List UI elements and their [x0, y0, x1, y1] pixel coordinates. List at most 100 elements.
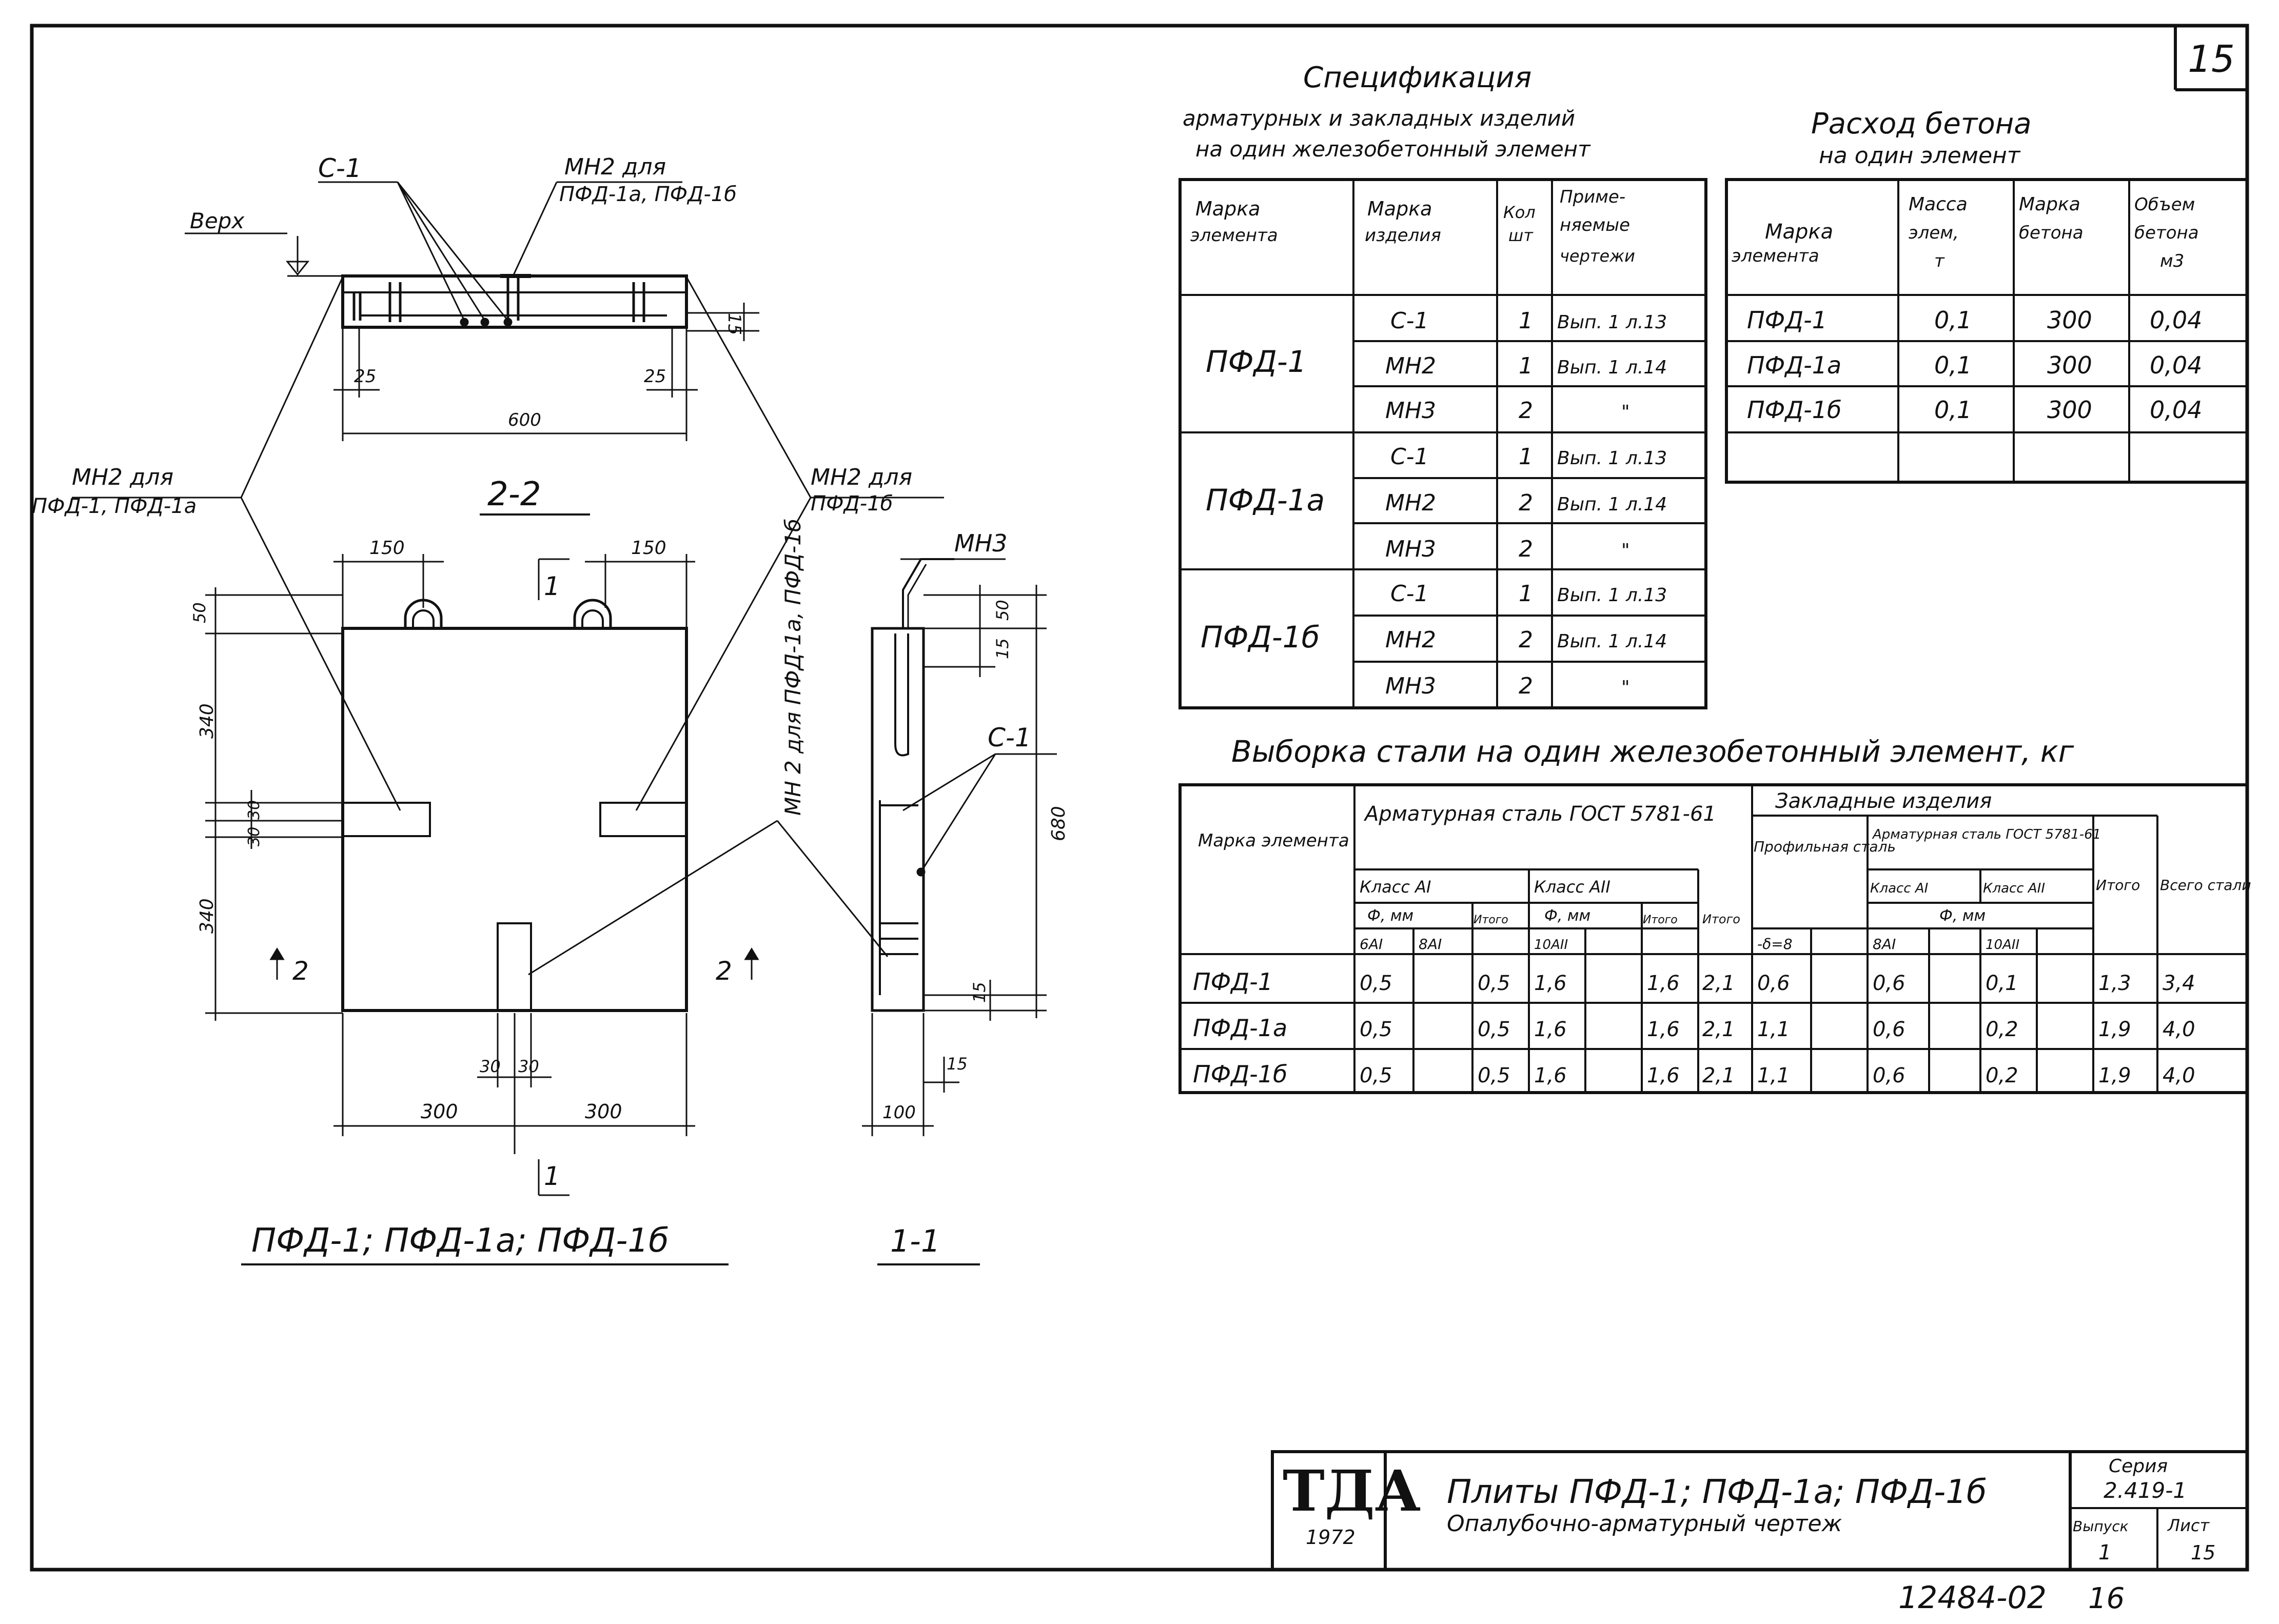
steel-cell: 0,6 — [1873, 972, 1905, 995]
steel-cell: 0,6 — [1873, 1018, 1905, 1041]
spec-cell: 2 — [1519, 398, 1533, 424]
steel-cell: 1,1 — [1757, 1064, 1790, 1087]
steel-cell: 1,6 — [1647, 1064, 1680, 1087]
steel-cell: 4,0 — [2163, 1064, 2195, 1087]
spec-cell: МН2 — [1385, 353, 1436, 379]
steel-h-phi-1: Ф, мм — [1367, 907, 1413, 925]
steel-cell: 0,5 — [1360, 1064, 1392, 1087]
title-issue-label: Выпуск — [2073, 1518, 2129, 1535]
steel-h-itogo-3: Итого — [1702, 912, 1740, 926]
concrete-table — [1725, 178, 2249, 484]
dim-150-right: 150 — [631, 538, 666, 559]
cut-1-bottom: 1 — [544, 1161, 560, 1191]
spec-subtitle-2: на один железобетонный элемент — [1195, 136, 1591, 162]
steel-h-rebar: Арматурная сталь ГОСТ 5781-61 — [1363, 802, 1716, 826]
label-mh3: МН3 — [954, 529, 1008, 557]
dim-25-left: 25 — [354, 366, 376, 387]
steel-h-itogo-2: Итого — [1643, 914, 1678, 926]
steel-cell: 1,1 — [1757, 1018, 1790, 1041]
dim-25-right: 25 — [644, 366, 666, 387]
concrete-header: Марка элемента Масса элем, т Марка бетон… — [1732, 194, 2199, 271]
title-sheet-value: 15 — [2191, 1541, 2215, 1564]
spec-cell: 1 — [1519, 308, 1533, 334]
title-series-label: Серия — [2109, 1456, 2168, 1477]
steel-cell: 0,6 — [1873, 1064, 1905, 1087]
spec-title: Спецификация — [1303, 61, 1531, 94]
dim-100: 100 — [882, 1102, 916, 1123]
concrete-h-mass: Масса — [1909, 194, 1968, 215]
concrete-cell: 0,04 — [2150, 306, 2202, 334]
dim-30-c: 30 — [480, 1057, 501, 1076]
spec-cell: 1 — [1519, 353, 1533, 379]
spec-cell: МН2 — [1385, 627, 1436, 653]
title-series-value: 2.419-1 — [2104, 1478, 2187, 1503]
spec-cell: Вып. 1 л.13 — [1557, 585, 1667, 606]
dim-30-d: 30 — [518, 1057, 539, 1076]
dim-30-b: 30 — [245, 827, 263, 846]
steel-h-class-aii-s: Класс АII — [1983, 881, 2045, 896]
dim-340-top: 340 — [197, 703, 218, 739]
steel-cell: 0,1 — [1986, 972, 2018, 995]
spec-h-draw-3: чертежи — [1560, 246, 1635, 266]
leader-lines — [72, 181, 944, 811]
dim-600: 600 — [508, 410, 541, 430]
spec-cell: 2 — [1519, 673, 1533, 699]
concrete-subtitle: на один элемент — [1819, 143, 2021, 169]
cut-2-left: 2 — [292, 956, 309, 986]
spec-table — [1178, 178, 1707, 709]
title-year: 1972 — [1306, 1526, 1355, 1549]
spec-cell: 2 — [1519, 627, 1533, 653]
spec-cell: Вып. 1 л.14 — [1557, 631, 1667, 652]
concrete-cell: ПФД-1 — [1747, 306, 1827, 334]
spec-cell: С-1 — [1390, 308, 1429, 334]
spec-subtitle-1: арматурных и закладных изделий — [1183, 106, 1575, 131]
steel-h-class-ai-s: Класс АI — [1870, 881, 1928, 896]
spec-cell: " — [1621, 402, 1630, 423]
dim-15-bottom: 15 — [970, 982, 989, 1003]
steel-cell: 2,1 — [1702, 1064, 1735, 1087]
spec-cell: " — [1621, 540, 1630, 561]
spec-cell: МН3 — [1385, 536, 1436, 562]
dim-150-left: 150 — [369, 538, 405, 559]
steel-h-itogo-4: Итого — [2096, 877, 2140, 894]
concrete-h-element: Марка — [1765, 220, 1833, 244]
spec-cell: Вып. 1 л.13 — [1557, 448, 1667, 469]
dim-300-left: 300 — [421, 1100, 458, 1123]
steel-h-8ai-b: 8АI — [1873, 936, 1896, 953]
steel-row-element: ПФД-1 — [1193, 968, 1273, 996]
concrete-h-mass-3: т — [1934, 251, 1945, 271]
plate-front-view — [341, 599, 688, 1012]
steel-h-class-ai: Класс АI — [1360, 877, 1431, 897]
section-11-title: 1-1 — [890, 1223, 940, 1259]
title-issue-value: 1 — [2098, 1541, 2111, 1564]
spec-cell: С-1 — [1390, 444, 1429, 470]
spec-h-qty-2: шт — [1508, 226, 1534, 245]
title-line-2: Опалубочно-арматурный чертеж — [1447, 1511, 1842, 1537]
label-mh2-right-a: МН2 для — [811, 464, 912, 490]
spec-cell: Вып. 1 л.13 — [1557, 312, 1667, 333]
steel-h-itogo-1: Итого — [1474, 914, 1508, 926]
spec-cell: 1 — [1519, 581, 1533, 607]
concrete-cell: 0,04 — [2150, 396, 2202, 424]
steel-cell: 1,6 — [1647, 1018, 1680, 1041]
steel-h-profile: Профильная сталь — [1754, 838, 1896, 855]
steel-h-6ai: 6АI — [1360, 936, 1383, 953]
steel-cell: 4,0 — [2163, 1018, 2195, 1041]
steel-h-embed: Закладные изделия — [1775, 789, 1992, 813]
dim-15-base: 15 — [947, 1054, 968, 1074]
spec-cell: 1 — [1519, 444, 1533, 470]
steel-cell: 0,2 — [1986, 1064, 2018, 1087]
steel-cell: 1,6 — [1647, 972, 1680, 995]
section-1-1-dimensions — [862, 558, 1057, 1136]
spec-element-3: ПФД-1б — [1201, 620, 1320, 655]
steel-cell: 0,5 — [1360, 1018, 1392, 1041]
spec-element-1: ПФД-1 — [1206, 344, 1307, 379]
steel-row-element: ПФД-1а — [1193, 1014, 1287, 1042]
cut-2-right: 2 — [716, 956, 732, 986]
dim-50-left: 50 — [190, 602, 209, 623]
dim-300-right: 300 — [585, 1100, 622, 1123]
spec-h-element: Марка — [1195, 197, 1260, 220]
steel-cell: 2,1 — [1702, 972, 1735, 995]
